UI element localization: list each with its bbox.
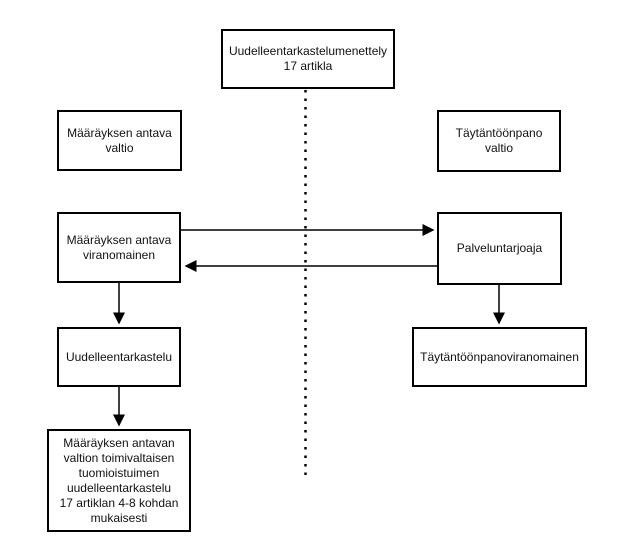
- node-court-review: Määräyksen antavan valtion toimivaltaise…: [47, 429, 191, 532]
- node-issuing-authority: Määräyksen antava viranomainen: [57, 212, 181, 283]
- node-executing-state: Täytäntöönpano valtio: [437, 110, 561, 172]
- node-review-procedure-label: Uudelleentarkastelumenettely 17 artikla: [228, 44, 388, 73]
- node-review: Uudelleentarkastelu: [57, 327, 181, 387]
- node-issuing-state-label: Määräyksen antava valtio: [67, 125, 172, 155]
- node-enforcement-authority-label: Täytäntöönpanoviranomainen: [420, 349, 579, 364]
- node-issuing-state: Määräyksen antava valtio: [57, 110, 182, 171]
- node-court-review-label: Määräyksen antavan valtion toimivaltaise…: [59, 435, 179, 525]
- node-review-procedure: Uudelleentarkastelumenettely 17 artikla: [221, 29, 395, 89]
- node-review-label: Uudelleentarkastelu: [65, 349, 173, 364]
- node-executing-state-label: Täytäntöönpano valtio: [455, 126, 543, 155]
- node-issuing-authority-label: Määräyksen antava viranomainen: [66, 232, 172, 262]
- node-service-provider: Palveluntarjoaja: [437, 212, 562, 285]
- node-enforcement-authority: Täytäntöönpanoviranomainen: [412, 327, 587, 387]
- node-service-provider-label: Palveluntarjoaja: [456, 241, 543, 255]
